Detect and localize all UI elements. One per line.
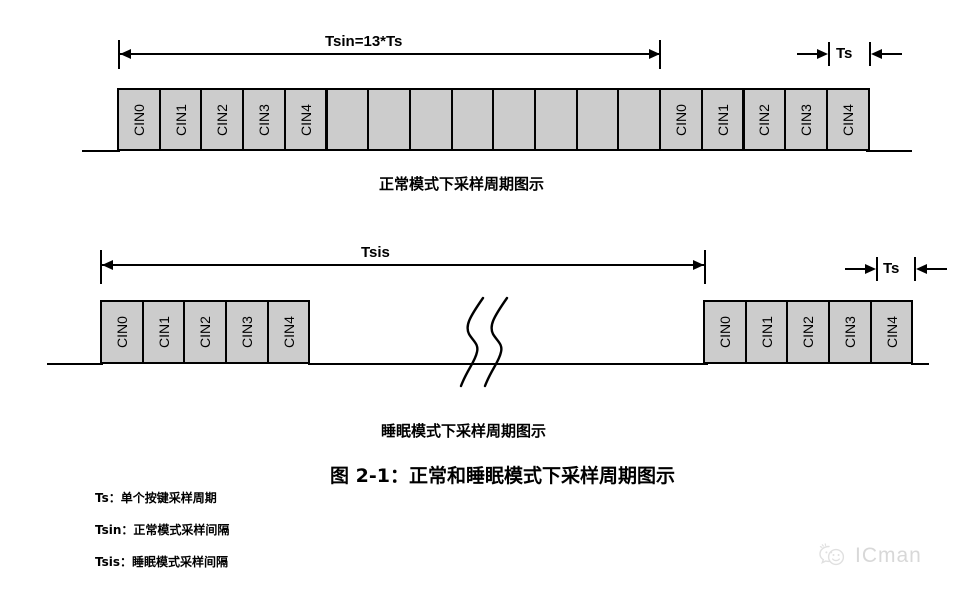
tsis-right-tick: [704, 250, 706, 284]
normal-cell-17: CIN4: [825, 88, 870, 151]
ts-normal-arrow-line-left: [797, 53, 819, 55]
normal-cell-label: CIN1: [714, 103, 731, 136]
ts-normal-arrowhead-left: [817, 49, 828, 59]
legend-item-ts: Ts：单个按键采样周期: [95, 491, 217, 505]
ts-normal-arrow-line-right: [880, 53, 902, 55]
tsis-dimension-label: Tsis: [361, 244, 390, 261]
sleep-right-cell-label: CIN4: [883, 316, 900, 348]
sleep-left-cell-1: CIN1: [141, 300, 186, 364]
sleep-right-cell-0: CIN0: [703, 300, 747, 364]
normal-cell-label: CIN0: [672, 103, 689, 136]
sleep-right-cell-label: CIN3: [841, 316, 858, 348]
normal-cell-4: CIN4: [283, 88, 328, 151]
tsis-arrowhead-left: [102, 260, 113, 270]
normal-cell-10: [534, 88, 578, 151]
zigzag-break-icon: [459, 296, 509, 388]
sleep-right-cell-2: CIN2: [786, 300, 831, 364]
normal-cell-2: CIN2: [200, 88, 245, 151]
sleep-left-cell-label: CIN4: [280, 316, 297, 348]
normal-cell-9: [492, 88, 536, 151]
tsis-left-tick: [100, 250, 102, 284]
normal-cell-label: CIN2: [214, 103, 231, 136]
tsis-arrowhead-right: [693, 260, 704, 270]
ts-sleep-arrow-line-left: [845, 268, 867, 270]
figure-title: 图 2-1：正常和睡眠模式下采样周期图示: [330, 465, 675, 487]
sleep-right-cell-4: CIN4: [869, 300, 914, 364]
normal-cell-label: CIN1: [172, 103, 189, 136]
normal-cell-label: CIN3: [255, 103, 272, 136]
sleep-right-cell-label: CIN2: [800, 316, 817, 348]
ts-normal-label: Ts: [836, 45, 853, 62]
sleep-left-cell-3: CIN3: [225, 300, 269, 364]
tsis-arrow-line: [102, 264, 704, 266]
legend-item-tsis: Tsis：睡眠模式采样间隔: [95, 555, 228, 569]
normal-cell-label: CIN4: [297, 103, 314, 136]
normal-cell-label: CIN4: [839, 103, 856, 136]
normal-cell-15: CIN2: [742, 88, 787, 151]
normal-cell-label: CIN3: [798, 103, 815, 136]
normal-cell-5: [325, 88, 370, 151]
sleep-right-cell-3: CIN3: [828, 300, 872, 364]
watermark: ICman: [818, 543, 922, 569]
normal-baseline-right: [866, 150, 912, 152]
sleep-left-cell-0: CIN0: [100, 300, 144, 364]
sleep-left-cell-label: CIN2: [197, 316, 214, 348]
ts-normal-arrowhead-right: [871, 49, 882, 59]
normal-baseline-left: [82, 150, 120, 152]
watermark-text: ICman: [855, 544, 922, 567]
normal-cell-7: [408, 88, 453, 151]
ts-sleep-tick-left: [876, 257, 878, 281]
normal-cell-1: CIN1: [158, 88, 203, 151]
ts-sleep-arrow-line-right: [925, 268, 947, 270]
tsin-arrow-line: [120, 53, 660, 55]
sleep-right-cell-label: CIN0: [716, 316, 733, 348]
ts-sleep-arrowhead-left: [865, 264, 876, 274]
tsin-right-tick: [659, 40, 661, 69]
normal-cell-0: CIN0: [117, 88, 161, 151]
ts-normal-tick-right: [869, 42, 871, 66]
normal-cell-14: CIN1: [700, 88, 745, 151]
ts-sleep-tick-right: [914, 257, 916, 281]
sleep-baseline-right: [911, 363, 929, 365]
sleep-right-cell-label: CIN1: [758, 316, 775, 348]
tsin-left-tick: [118, 40, 120, 69]
ts-sleep-arrowhead-right: [916, 264, 927, 274]
normal-cell-13: CIN0: [659, 88, 703, 151]
normal-cell-label: CIN0: [130, 103, 147, 136]
sleep-baseline-left: [47, 363, 103, 365]
tsin-arrowhead-right: [649, 49, 660, 59]
ts-normal-tick-left: [828, 42, 830, 66]
sleep-left-cell-label: CIN3: [238, 316, 255, 348]
tsin-arrowhead-left: [120, 49, 131, 59]
sleep-left-cell-4: CIN4: [266, 300, 311, 364]
sleep-right-cell-1: CIN1: [744, 300, 789, 364]
sleep-left-cell-label: CIN0: [113, 316, 130, 348]
sleep-baseline-middle: [308, 363, 708, 365]
normal-cell-3: CIN3: [242, 88, 286, 151]
legend-item-tsin: Tsin：正常模式采样间隔: [95, 523, 230, 537]
normal-cell-label: CIN2: [756, 103, 773, 136]
sleep-left-cell-label: CIN1: [155, 316, 172, 348]
ts-sleep-label: Ts: [883, 260, 900, 277]
normal-cell-16: CIN3: [784, 88, 828, 151]
normal-cell-6: [367, 88, 411, 151]
normal-mode-caption: 正常模式下采样周期图示: [379, 175, 545, 193]
normal-cell-8: [450, 88, 495, 151]
sleep-left-cell-2: CIN2: [183, 300, 228, 364]
normal-cell-12: [617, 88, 662, 151]
sleep-mode-caption: 睡眠模式下采样周期图示: [381, 422, 547, 440]
tsin-dimension-label: Tsin=13*Ts: [325, 33, 403, 50]
wechat-smiley-icon: [819, 543, 845, 566]
normal-cell-11: [575, 88, 620, 151]
